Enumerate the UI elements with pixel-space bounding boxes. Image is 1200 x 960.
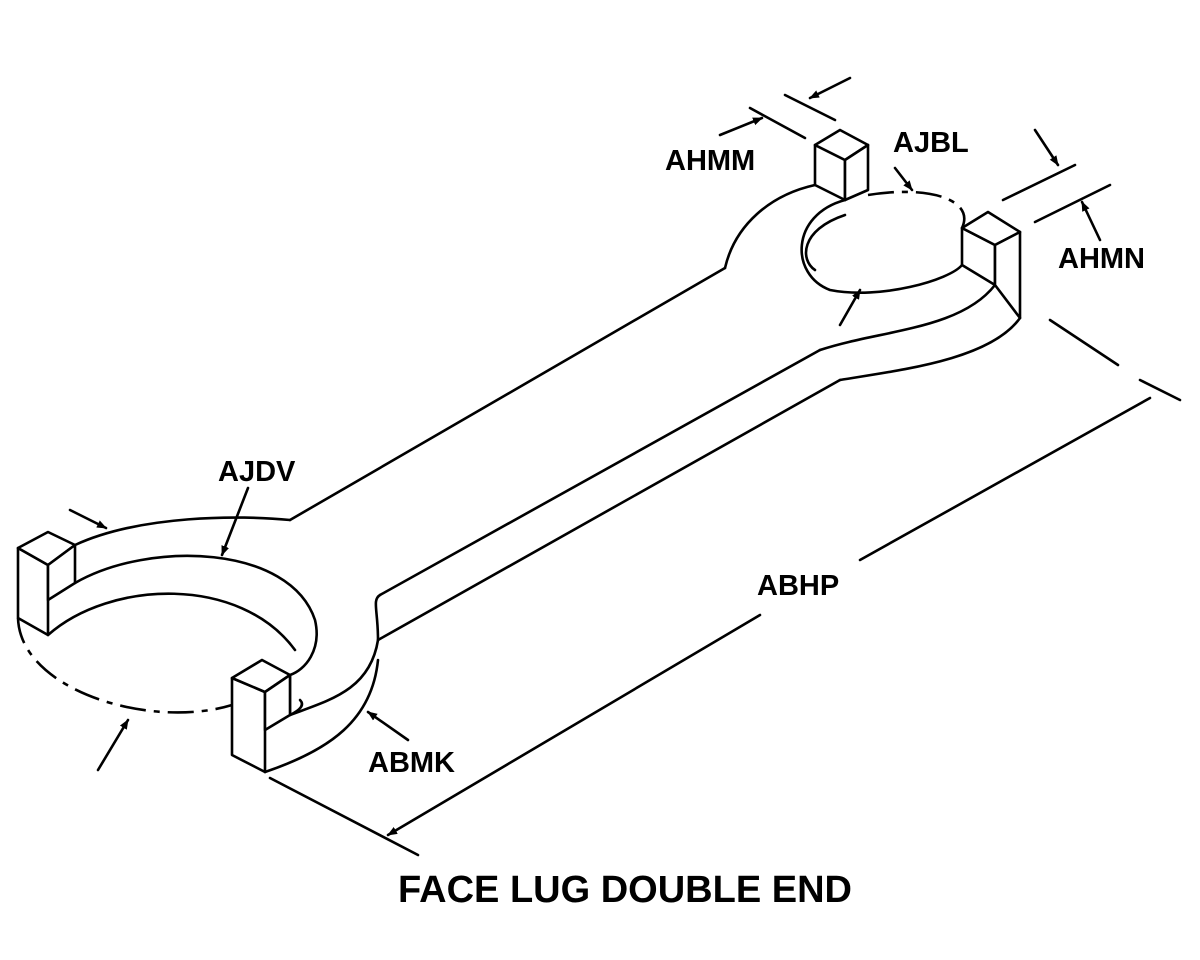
- dimension-lines: [68, 76, 1182, 857]
- lug-left-bottom: [230, 658, 292, 774]
- label-ajbl: AJBL: [893, 127, 969, 159]
- lug-right-top: [813, 128, 870, 202]
- label-ahmn: AHMN: [1058, 243, 1145, 275]
- label-abmk: ABMK: [368, 747, 455, 779]
- lug-left-top: [16, 530, 77, 637]
- wrench-body: [16, 128, 1022, 774]
- label-abhp: ABHP: [757, 570, 839, 602]
- label-ahmm: AHMM: [665, 145, 755, 177]
- label-ajdv: AJDV: [218, 456, 296, 488]
- diagram-title: FACE LUG DOUBLE END: [398, 869, 852, 911]
- lug-right-bottom: [960, 210, 1022, 320]
